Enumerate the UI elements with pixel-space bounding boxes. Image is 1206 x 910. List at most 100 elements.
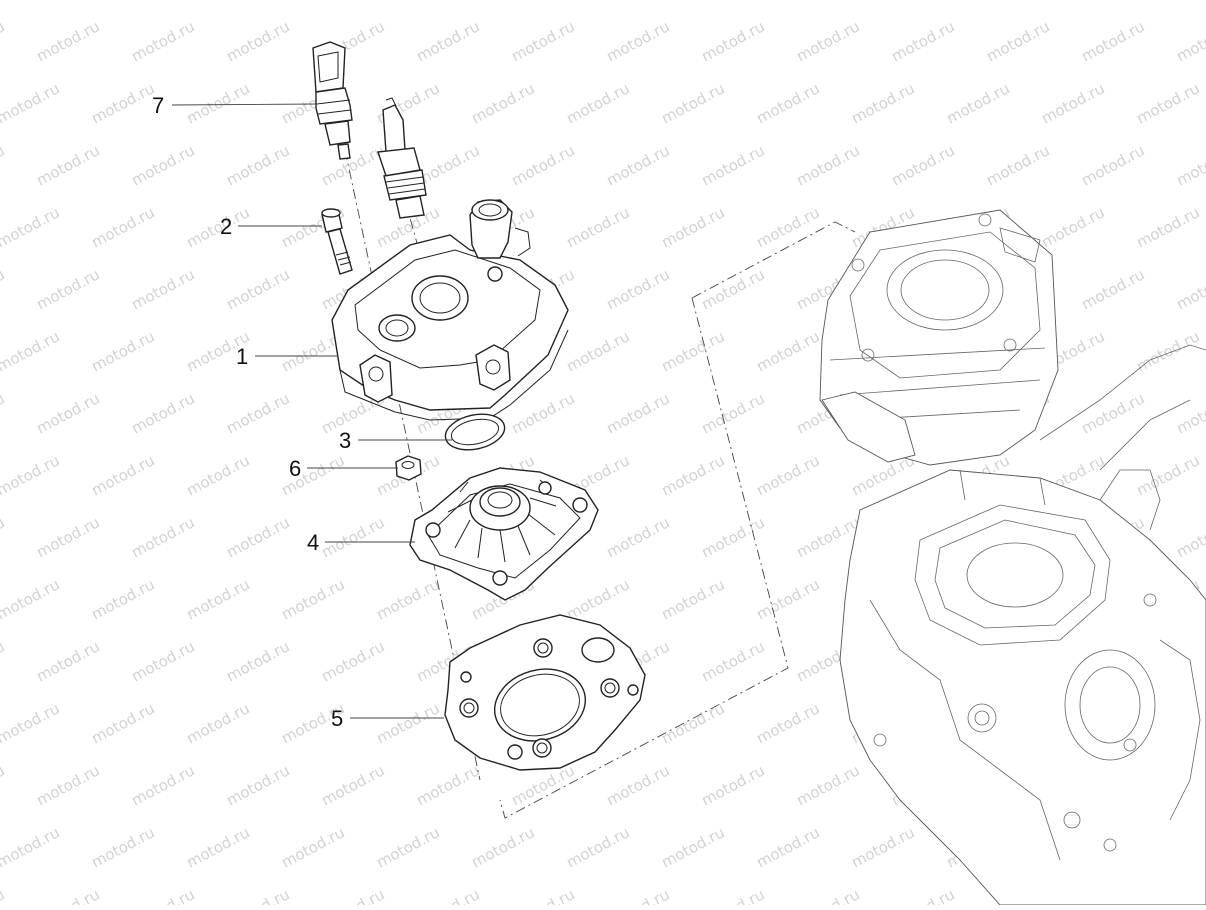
watermark-text: motod.ru (508, 885, 577, 905)
watermark-text: motod.ru (88, 79, 157, 127)
watermark-text: motod.ru (318, 761, 387, 809)
watermark-text: motod.ru (223, 637, 292, 685)
watermark-text: motod.ru (128, 637, 197, 685)
watermark-text: motod.ru (508, 389, 577, 437)
watermark-text: motod.ru (223, 761, 292, 809)
watermark-text: motod.ru (88, 451, 157, 499)
watermark-text: motod.ru (753, 0, 822, 4)
watermark-text: motod.ru (373, 575, 442, 623)
watermark-text: motod.ru (698, 17, 767, 65)
watermark-text: motod.ru (278, 0, 347, 4)
watermark-text: motod.ru (888, 17, 957, 65)
watermark-text: motod.ru (1078, 265, 1147, 313)
watermark-text: motod.ru (1078, 389, 1147, 437)
watermark-text: motod.ru (1173, 389, 1206, 437)
watermark-text: motod.ru (983, 141, 1052, 189)
watermark-text: motod.ru (373, 823, 442, 871)
watermark-text: motod.ru (1173, 513, 1206, 561)
watermark-text: motod.ru (88, 327, 157, 375)
watermark-text: motod.ru (698, 389, 767, 437)
watermark-text: motod.ru (1133, 0, 1202, 4)
part-2-bolt[interactable] (321, 208, 353, 275)
watermark-text: motod.ru (223, 265, 292, 313)
watermark-text: motod.ru (658, 699, 727, 747)
watermark-text: motod.ru (468, 823, 537, 871)
watermark-text: motod.ru (0, 451, 63, 499)
watermark-text: motod.ru (0, 823, 63, 871)
watermark-text: motod.ru (793, 17, 862, 65)
watermark-text: motod.ru (848, 0, 917, 4)
part-4-combustion-chamber[interactable] (409, 467, 599, 601)
watermark-text: motod.ru (0, 327, 63, 375)
part-5-head-gasket[interactable] (444, 614, 646, 771)
watermark-text: motod.ru (373, 0, 442, 4)
watermark-text: motod.ru (658, 451, 727, 499)
watermark-text: motod.ru (1038, 0, 1107, 4)
watermark-text: motod.ru (413, 17, 482, 65)
watermark-text: motod.ru (753, 699, 822, 747)
watermark-text: motod.ru (128, 513, 197, 561)
watermark-text: motod.ru (658, 203, 727, 251)
watermark-text: motod.ru (1038, 203, 1107, 251)
watermark-text: motod.ru (128, 389, 197, 437)
watermark-text: motod.ru (413, 761, 482, 809)
watermark-text: motod.ru (33, 637, 102, 685)
watermark-text: motod.ru (318, 513, 387, 561)
watermark-text: motod.ru (0, 203, 63, 251)
watermark-text: motod.ru (183, 0, 252, 4)
watermark-text: motod.ru (128, 885, 197, 905)
watermark-text: motod.ru (698, 513, 767, 561)
watermark-text: motod.ru (0, 885, 8, 905)
callout-5: 5 (331, 706, 343, 731)
callout-7: 7 (152, 93, 164, 118)
watermark-text: motod.ru (88, 823, 157, 871)
watermark-text: motod.ru (1133, 79, 1202, 127)
watermark-text: motod.ru (33, 17, 102, 65)
watermark-text: motod.ru (223, 513, 292, 561)
watermark-text: motod.ru (33, 141, 102, 189)
watermark-text: motod.ru (0, 141, 8, 189)
watermark-text: motod.ru (698, 761, 767, 809)
watermark-text: motod.ru (848, 79, 917, 127)
watermark-text: motod.ru (753, 79, 822, 127)
watermark-text: motod.ru (603, 265, 672, 313)
watermark-text: motod.ru (0, 389, 8, 437)
part-7-temperature-sensor[interactable] (312, 41, 353, 160)
watermark-text: motod.ru (33, 389, 102, 437)
watermark-text: motod.ru (88, 575, 157, 623)
part-6-nut[interactable] (395, 455, 422, 481)
watermark-text: motod.ru (753, 451, 822, 499)
watermark-text: motod.ru (278, 575, 347, 623)
callout-6: 6 (289, 456, 301, 481)
watermark-text: motod.ru (508, 17, 577, 65)
part-1-cylinder-head[interactable] (331, 199, 569, 421)
watermark-text: motod.ru (658, 575, 727, 623)
part-3-o-ring[interactable] (442, 409, 508, 455)
watermark-text: motod.ru (0, 79, 63, 127)
engine-cylinder (819, 209, 1059, 466)
watermark-text: motod.ru (508, 141, 577, 189)
watermark-text: motod.ru (793, 761, 862, 809)
watermark-text: motod.ru (0, 265, 8, 313)
watermark-text: motod.ru (183, 575, 252, 623)
watermark-text: motod.ru (468, 0, 537, 4)
watermark-text: motod.ru (658, 79, 727, 127)
watermark-text: motod.ru (0, 761, 8, 809)
watermark-text: motod.ru (318, 885, 387, 905)
watermark-text: motod.ru (753, 327, 822, 375)
watermark-text: motod.ru (223, 389, 292, 437)
callout-4: 4 (307, 530, 319, 555)
watermark-text: motod.ru (1078, 141, 1147, 189)
watermark-text: motod.ru (33, 513, 102, 561)
watermark-text: motod.ru (1173, 265, 1206, 313)
watermark-text: motod.ru (563, 0, 632, 4)
watermark-text: motod.ru (183, 699, 252, 747)
callout-2: 2 (220, 214, 232, 239)
watermark-text: motod.ru (603, 513, 672, 561)
watermark-text: motod.ru (848, 823, 917, 871)
watermark-text: motod.ru (753, 823, 822, 871)
watermark-text: motod.ru (603, 885, 672, 905)
watermark-text: motod.ru (468, 79, 537, 127)
